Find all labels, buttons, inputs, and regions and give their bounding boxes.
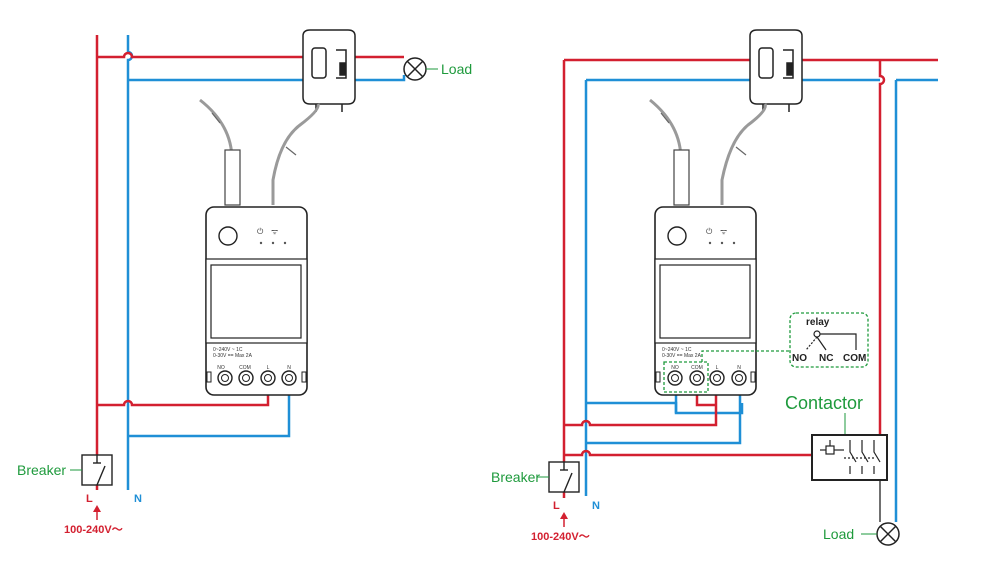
left-cable-tie-2 xyxy=(285,146,297,156)
left-breaker xyxy=(70,454,113,486)
right-device-screen xyxy=(659,264,751,339)
left-voltage-label: 100-240V～ xyxy=(64,524,123,536)
relay-no-label: NO xyxy=(792,353,807,364)
right-voltage-label: 100-240V～ xyxy=(531,531,590,543)
right-cables xyxy=(649,98,767,205)
left-device-screen xyxy=(210,264,302,339)
relay-title: relay xyxy=(806,317,830,328)
left-terminals: NO COM L N xyxy=(206,365,307,386)
left-spec-line2: 0-30V == Max 2A xyxy=(213,353,253,359)
left-load-lamp xyxy=(403,57,438,81)
right-load-lamp xyxy=(861,522,900,546)
left-breaker-label: Breaker xyxy=(17,462,66,478)
left-spec-line1: 0~240V ~ 1C xyxy=(213,347,243,353)
left-terminal-label-l: L xyxy=(267,365,270,371)
right-terminal-label-l: L xyxy=(716,365,719,371)
right-spec-line1: 0~240V ~ 1C xyxy=(662,347,692,353)
left-cables xyxy=(199,98,320,205)
right-wifi-icon: ᯤ xyxy=(720,227,727,236)
right-relay-callout: relay NO NC COM xyxy=(701,312,869,368)
left-antenna-boot xyxy=(224,149,241,206)
right-device-button xyxy=(667,226,687,246)
right-diagram: ⏻ ᯤ 0~240V ~ 1C 0-30V == Max 2A NO COM L… xyxy=(491,29,938,546)
left-l-label: L xyxy=(86,493,93,505)
right-breaker xyxy=(537,461,580,493)
left-device: ⏻ ᯤ 0~240V ~ 1C 0-30V == Max 2A NO COM L… xyxy=(205,206,308,396)
right-power-icon: ⏻ xyxy=(706,227,713,236)
right-breaker-label: Breaker xyxy=(491,469,540,485)
right-supply-arrow xyxy=(560,512,568,527)
contactor-label: Contactor xyxy=(785,393,863,413)
right-relay-terminal-highlight xyxy=(663,361,709,393)
right-cable-tie-2 xyxy=(735,146,747,156)
right-contactor: Contactor xyxy=(785,393,888,481)
left-wifi-icon: ᯤ xyxy=(271,227,278,236)
right-terminal-label-n: N xyxy=(737,365,741,371)
right-terminal-label-no: NO xyxy=(671,365,679,371)
right-terminals: NO COM L N xyxy=(655,365,756,386)
left-current-clamp xyxy=(302,29,356,112)
right-neutral-wires xyxy=(584,78,938,522)
relay-com-label: COM xyxy=(843,353,866,364)
right-load-label: Load xyxy=(823,526,854,542)
left-diagram: Load ⏻ ᯤ 0~240V ~ 1 xyxy=(17,29,472,536)
left-device-button xyxy=(218,226,238,246)
left-n-label: N xyxy=(134,493,142,505)
relay-nc-label: NC xyxy=(819,353,833,364)
left-supply-arrow xyxy=(93,505,101,520)
left-live-wires xyxy=(95,35,404,490)
right-device: ⏻ ᯤ 0~240V ~ 1C 0-30V == Max 2A NO COM L… xyxy=(654,206,757,396)
left-cable-tie-1 xyxy=(211,112,221,124)
left-terminal-label-no: NO xyxy=(217,365,225,371)
left-terminal-label-com: COM xyxy=(239,365,251,371)
right-spec-line2: 0-30V == Max 2A xyxy=(662,353,702,359)
left-terminal-label-n: N xyxy=(287,365,291,371)
right-n-label: N xyxy=(592,500,600,512)
left-load-label: Load xyxy=(441,61,472,77)
right-terminal-label-com: COM xyxy=(691,365,703,371)
right-l-label: L xyxy=(553,500,560,512)
left-power-icon: ⏻ xyxy=(257,227,264,236)
right-cable-tie-1 xyxy=(660,112,670,124)
right-current-clamp xyxy=(749,29,803,112)
right-antenna-boot xyxy=(673,149,690,206)
